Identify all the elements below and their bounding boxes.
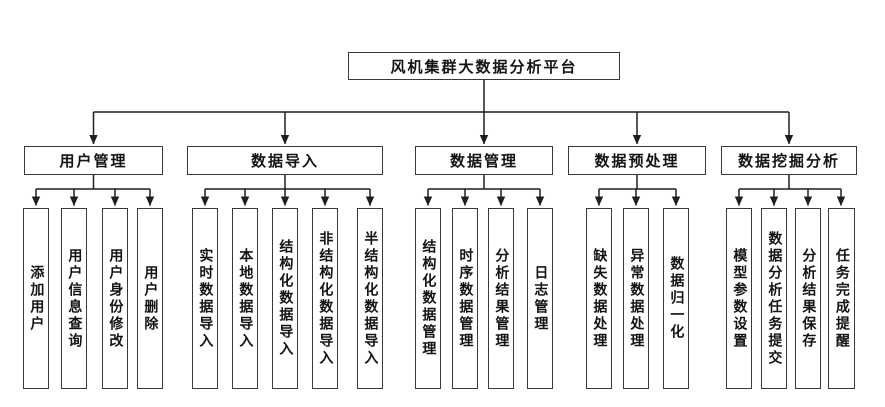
leaf-structured-data-import-label: 结构化数据导入 xyxy=(277,239,294,358)
leaf-task-completion-reminder: 任务完成提醒 xyxy=(828,208,855,389)
connector-group-data-mining xyxy=(734,175,846,206)
connector-group-data-preprocessing xyxy=(594,175,681,206)
leaf-unstructured-data-import: 非结构化数据导入 xyxy=(312,208,338,389)
leaf-structured-data-management-label: 结构化数据管理 xyxy=(420,239,437,358)
leaf-user-info-query: 用户信息查询 xyxy=(61,208,87,389)
branch-data-preprocessing: 数据预处理 xyxy=(568,146,706,175)
leaf-model-parameter-settings: 模型参数设置 xyxy=(726,208,752,389)
branch-data-import-label: 数据导入 xyxy=(250,152,319,170)
leaf-log-management-label: 日志管理 xyxy=(532,264,549,333)
branch-data-management-label: 数据管理 xyxy=(449,152,518,170)
leaf-semistructured-data-import: 半结构化数据导入 xyxy=(357,208,383,389)
leaf-timeseries-data-management-label: 时序数据管理 xyxy=(457,247,474,350)
node-root: 风机集群大数据分析平台 xyxy=(348,52,620,80)
branch-data-mining-label: 数据挖掘分析 xyxy=(737,152,840,170)
leaf-missing-data-processing-label: 缺失数据处理 xyxy=(591,247,608,350)
leaf-semistructured-data-import-label: 半结构化数据导入 xyxy=(362,230,379,367)
leaf-analysis-result-save: 分析结果保存 xyxy=(795,208,821,389)
branch-user-management-label: 用户管理 xyxy=(59,152,128,170)
leaf-add-user-label: 添加用户 xyxy=(28,264,45,333)
leaf-abnormal-data-processing-label: 异常数据处理 xyxy=(628,247,645,350)
leaf-data-normalization: 数据归一化 xyxy=(663,208,689,389)
leaf-timeseries-data-management: 时序数据管理 xyxy=(452,208,478,389)
leaf-local-data-import: 本地数据导入 xyxy=(232,208,258,389)
leaf-add-user: 添加用户 xyxy=(23,208,49,389)
leaf-user-identity-modify-label: 用户身份修改 xyxy=(107,247,124,350)
leaf-missing-data-processing: 缺失数据处理 xyxy=(586,208,612,389)
branch-data-import: 数据导入 xyxy=(187,146,383,175)
leaf-realtime-data-import-label: 实时数据导入 xyxy=(197,247,214,350)
leaf-analysis-result-management: 分析结果管理 xyxy=(488,208,514,389)
leaf-structured-data-import: 结构化数据导入 xyxy=(272,208,298,389)
leaf-unstructured-data-import-label: 非结构化数据导入 xyxy=(317,230,334,367)
leaf-user-identity-modify: 用户身份修改 xyxy=(102,208,128,389)
branch-data-preprocessing-label: 数据预处理 xyxy=(594,152,680,170)
leaf-data-normalization-label: 数据归一化 xyxy=(668,256,685,341)
leaf-abnormal-data-processing: 异常数据处理 xyxy=(623,208,649,389)
leaf-data-analysis-task-submit-label: 数据分析任务提交 xyxy=(766,230,783,367)
leaf-data-analysis-task-submit: 数据分析任务提交 xyxy=(761,208,787,389)
leaf-local-data-import-label: 本地数据导入 xyxy=(237,247,254,350)
leaf-user-delete-label: 用户删除 xyxy=(142,264,159,333)
connector-group-user-management xyxy=(31,175,155,206)
leaf-realtime-data-import: 实时数据导入 xyxy=(192,208,218,389)
leaf-task-completion-reminder-label: 任务完成提醒 xyxy=(833,247,850,350)
branch-data-mining: 数据挖掘分析 xyxy=(721,146,857,175)
connector-group-data-import xyxy=(200,175,375,206)
node-root-label: 风机集群大数据分析平台 xyxy=(390,57,578,76)
branch-data-management: 数据管理 xyxy=(415,146,553,175)
leaf-user-info-query-label: 用户信息查询 xyxy=(66,247,83,350)
branch-user-management: 用户管理 xyxy=(24,146,163,175)
connector-group-data-management xyxy=(423,175,545,206)
leaf-analysis-result-save-label: 分析结果保存 xyxy=(800,247,817,350)
leaf-log-management: 日志管理 xyxy=(527,208,553,389)
leaf-user-delete: 用户删除 xyxy=(137,208,163,389)
leaf-analysis-result-management-label: 分析结果管理 xyxy=(493,247,510,350)
connector-root xyxy=(89,80,794,145)
leaf-structured-data-management: 结构化数据管理 xyxy=(415,208,441,389)
leaf-model-parameter-settings-label: 模型参数设置 xyxy=(731,247,748,350)
